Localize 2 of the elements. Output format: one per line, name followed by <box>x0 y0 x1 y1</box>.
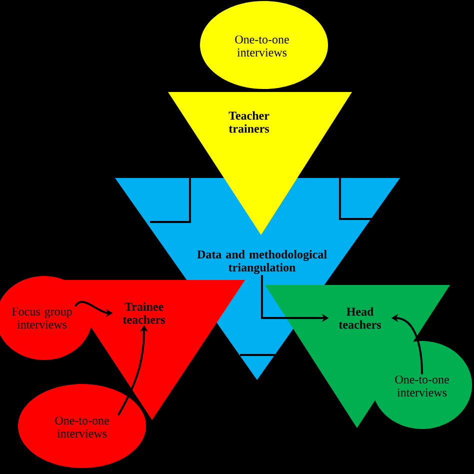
node-label: Trainee teachers <box>122 302 166 324</box>
triangle: Teacher trainers <box>168 92 352 235</box>
